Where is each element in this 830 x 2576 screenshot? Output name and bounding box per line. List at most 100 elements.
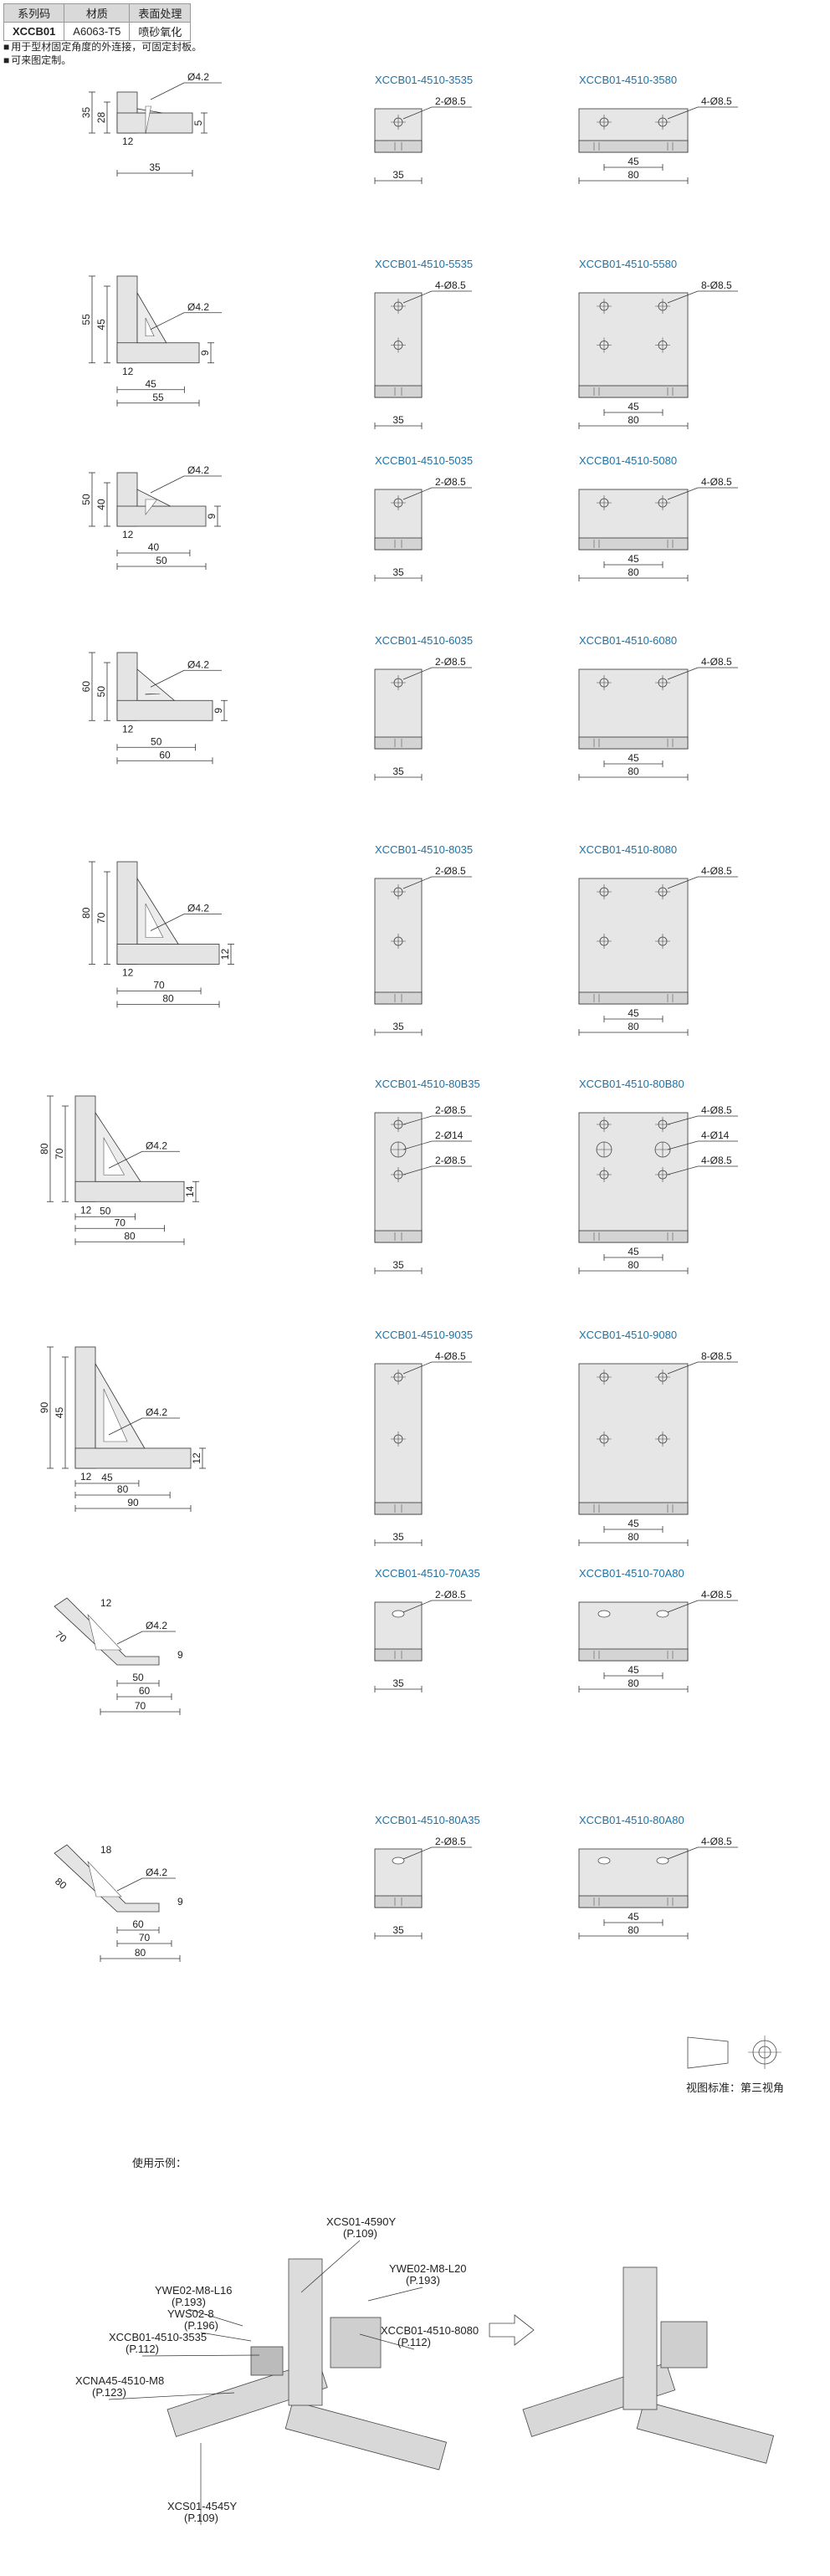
inner-dim: 70 [54, 1148, 65, 1160]
part-hole-label: 2-Ø8.5 [435, 476, 466, 488]
part-span-dim: 45 [628, 401, 639, 412]
mid-dim: 12 [122, 366, 134, 377]
note-2: 可来图定制。 [3, 54, 202, 67]
part-width-dim: 80 [628, 1021, 639, 1032]
part-base [578, 537, 689, 551]
mid-dim: 12 [80, 1471, 92, 1483]
span-dim: 70 [153, 980, 165, 991]
bracket-horizontal-leg [116, 112, 193, 134]
part-span-dim: 45 [628, 752, 639, 764]
part-span-dim: 45 [628, 1911, 639, 1923]
callout-leader [108, 2392, 235, 2400]
header-surface: 表面处理 [129, 3, 192, 23]
part-base [578, 385, 689, 398]
callout-page: (P.109) [343, 2227, 377, 2240]
part-body [578, 292, 689, 398]
callout-code: XCS01-4590Y [326, 2215, 396, 2228]
part-hole-label-leader [667, 1115, 699, 1125]
callout-page: (P.112) [126, 2343, 159, 2355]
left-hole-label: Ø4.2 [146, 1620, 167, 1631]
header-material: 材质 [64, 3, 131, 23]
span-dim: 70 [115, 1216, 126, 1228]
part-base [578, 736, 689, 750]
notes: 用于型材固定角度的外连接，可固定封板。 可来图定制。 [3, 40, 202, 67]
width-dim: 80 [135, 1947, 146, 1959]
span2-dim: 50 [100, 1205, 111, 1216]
span2-dim: 45 [101, 1472, 113, 1483]
note-1: 用于型材固定角度的外连接，可固定封板。 [3, 40, 202, 54]
part-code: XCCB01-4510-5035 [375, 454, 473, 467]
bracket-rib [136, 668, 176, 701]
a-dim: 12 [100, 1597, 112, 1609]
mid-dim: 12 [122, 136, 134, 147]
part-code: XCCB01-4510-9035 [375, 1329, 473, 1341]
part-code: XCCB01-4510-3580 [579, 74, 677, 86]
span-dim: 50 [151, 735, 162, 747]
callout-page: (P.193) [172, 2296, 206, 2308]
part-code: XCCB01-4510-5580 [579, 258, 677, 270]
series-code: XCCB01 [3, 22, 65, 41]
slant-dim: 70 [53, 1629, 69, 1646]
part-width-dim: 35 [392, 1677, 404, 1689]
part-hole-label: 4-Ø8.5 [701, 1104, 732, 1116]
part-hole-label-leader [667, 1846, 699, 1860]
part-hole-label-leader [667, 487, 699, 500]
part-code: XCCB01-4510-9080 [579, 1329, 677, 1341]
part-base [374, 140, 423, 153]
part-hole-label-leader [667, 876, 699, 889]
example-title: 使用示例： [132, 2157, 187, 2169]
part-hole-label: 2-Ø8.5 [435, 1589, 466, 1600]
part-body [578, 1363, 689, 1515]
assembled-profile-right [636, 2400, 775, 2464]
part-hole-label-leader [402, 876, 433, 889]
callout-page: (P.112) [397, 2336, 431, 2348]
thick-dim: 9 [213, 708, 224, 714]
c-dim: 9 [177, 1649, 183, 1661]
bracket-horizontal-leg [116, 342, 200, 364]
part-hole-label: 4-Ø8.5 [701, 865, 732, 877]
part-span-dim: 45 [628, 1246, 639, 1257]
part-base [578, 1895, 689, 1908]
a-dim: 18 [100, 1844, 112, 1856]
part-hole-label: 4-Ø8.5 [701, 1155, 732, 1166]
part-code: XCCB01-4510-3535 [375, 74, 473, 86]
part-body [578, 1112, 689, 1243]
left-hole-label: Ø4.2 [146, 1867, 167, 1878]
part-width-dim: 35 [392, 1259, 404, 1271]
part-code: XCCB01-4510-8080 [579, 843, 677, 856]
part-base [578, 1502, 689, 1515]
part-hole-label-leader [402, 1600, 433, 1613]
part-width-dim: 35 [392, 1531, 404, 1543]
part-width-dim: 35 [392, 766, 404, 777]
callout-leader [367, 2287, 423, 2302]
span-dim: 60 [132, 1918, 144, 1930]
left-hole-label: Ø4.2 [187, 658, 209, 670]
bracket-horizontal-leg [116, 944, 220, 965]
left-hole-label: Ø4.2 [187, 71, 209, 83]
thick-dim: 12 [191, 1452, 202, 1464]
slot-hole [656, 1856, 669, 1865]
inner-dim: 70 [95, 912, 107, 924]
part-hole-label-leader [667, 1600, 699, 1613]
span-dim: 50 [132, 1672, 144, 1683]
part-hole-label: 4-Ø8.5 [701, 1589, 732, 1600]
width-dim: 70 [135, 1700, 146, 1712]
callout-leader [200, 2332, 252, 2342]
bracket-rib-cutout [103, 1388, 128, 1442]
part-hole-label: 2-Ø8.5 [435, 1155, 466, 1166]
slanted-bracket [54, 1844, 160, 1913]
slot-hole [656, 1610, 669, 1618]
part-body [578, 878, 689, 1005]
part-hole-label-leader [402, 106, 433, 120]
part-code: XCCB01-4510-6035 [375, 634, 473, 647]
aluminum-profile-left [167, 2359, 328, 2437]
spec-table: 系列码 材质 表面处理 XCCB01 A6063-T5 喷砂氧化 [3, 3, 192, 41]
part-hole-label-leader [402, 1846, 433, 1860]
header-series: 系列码 [3, 3, 65, 23]
thick-dim: 9 [206, 513, 218, 519]
height-dim: 55 [80, 314, 92, 325]
width-dim: 80 [162, 993, 174, 1005]
part-code: XCCB01-4510-8035 [375, 843, 473, 856]
callout-code: XCCB01-4510-3535 [109, 2331, 207, 2343]
